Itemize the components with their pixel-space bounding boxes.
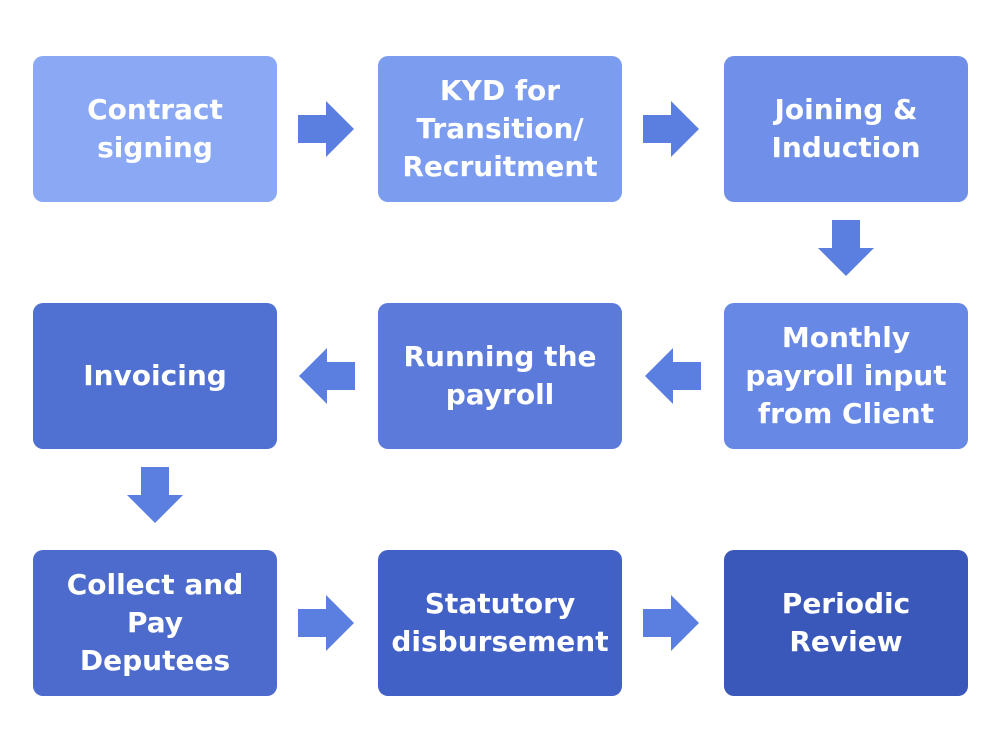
step-periodic-review: Periodic Review bbox=[724, 550, 968, 696]
step-label: Monthly payroll input from Client bbox=[745, 321, 947, 430]
step-label: Contract signing bbox=[87, 93, 223, 164]
step-label: KYD for Transition/ Recruitment bbox=[402, 74, 598, 183]
step-contract-signing: Contract signing bbox=[33, 56, 277, 202]
step-label: Joining & Induction bbox=[771, 93, 921, 164]
arrow-left-icon bbox=[645, 348, 701, 404]
step-kyd-transition-recruitment: KYD for Transition/ Recruitment bbox=[378, 56, 622, 202]
step-joining-induction: Joining & Induction bbox=[724, 56, 968, 202]
arrow-right-icon bbox=[643, 101, 699, 157]
step-statutory-disbursement: Statutory disbursement bbox=[378, 550, 622, 696]
step-monthly-payroll-input: Monthly payroll input from Client bbox=[724, 303, 968, 449]
step-running-payroll: Running the payroll bbox=[378, 303, 622, 449]
step-label: Running the payroll bbox=[403, 340, 597, 411]
arrow-right-icon bbox=[643, 595, 699, 651]
arrow-right-icon bbox=[298, 101, 354, 157]
step-label: Periodic Review bbox=[781, 587, 911, 658]
arrow-down-icon bbox=[127, 467, 183, 523]
step-collect-pay-deputees: Collect and Pay Deputees bbox=[33, 550, 277, 696]
step-label: Collect and Pay Deputees bbox=[66, 568, 244, 677]
step-invoicing: Invoicing bbox=[33, 303, 277, 449]
arrow-left-icon bbox=[299, 348, 355, 404]
arrow-right-icon bbox=[298, 595, 354, 651]
step-label: Statutory disbursement bbox=[391, 587, 609, 658]
arrow-down-icon bbox=[818, 220, 874, 276]
step-label: Invoicing bbox=[83, 359, 227, 392]
